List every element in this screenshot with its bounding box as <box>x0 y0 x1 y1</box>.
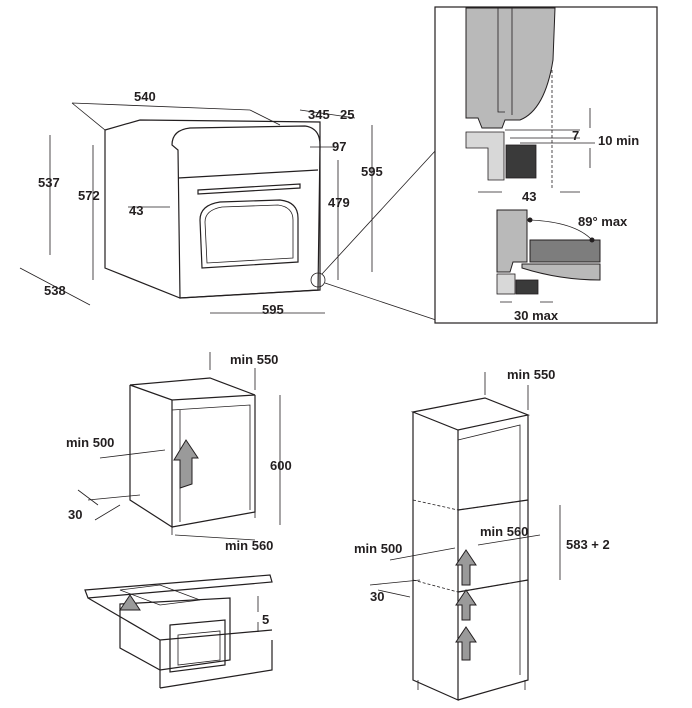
detail-inset: 7 10 min 43 89° max 30 max <box>434 6 658 324</box>
dim-537: 537 <box>38 175 60 190</box>
dim-30-left: 30 <box>68 507 82 522</box>
detail-callout-circle <box>310 272 326 288</box>
worktop <box>129 377 256 401</box>
control-panel-line <box>177 169 319 179</box>
cabinet-section <box>465 131 505 181</box>
oven-dimension-drawing: 540 345 25 97 537 572 595 479 43 538 595 <box>19 89 437 321</box>
dim-5: 5 <box>262 612 269 627</box>
dim-min-550-left: min 550 <box>230 352 278 367</box>
door-handle <box>197 183 301 195</box>
airflow-arrow-icon <box>173 439 199 489</box>
undercounter-cabinet: min 550 min 500 600 30 min 560 <box>66 352 292 553</box>
dim-min-560-right: min 560 <box>480 524 528 539</box>
oven-front-panel <box>171 125 321 299</box>
oven-window <box>199 199 299 269</box>
dim-540: 540 <box>134 89 156 104</box>
dim-25: 25 <box>340 107 354 122</box>
dim-600: 600 <box>270 458 292 473</box>
dim-345: 345 <box>308 107 330 122</box>
dim-595-width: 595 <box>262 302 284 317</box>
oven-body-outline <box>104 119 321 299</box>
dim-7: 7 <box>572 128 579 143</box>
dim-89-max: 89° max <box>578 214 628 229</box>
oven-side-section <box>465 7 556 129</box>
dim-min-550-right: min 550 <box>507 367 555 382</box>
dim-43: 43 <box>129 203 143 218</box>
dim-595-height: 595 <box>361 164 383 179</box>
dim-538: 538 <box>44 283 66 298</box>
airflow-arrow-icon-lower <box>455 626 477 661</box>
worktop-installation-detail: 5 <box>84 574 273 689</box>
dim-97: 97 <box>332 139 346 154</box>
dim-min-500-right: min 500 <box>354 541 402 556</box>
dim-30-right: 30 <box>370 589 384 604</box>
dim-479: 479 <box>328 195 350 210</box>
dim-30-max: 30 max <box>514 308 559 323</box>
dim-43-inset: 43 <box>522 189 536 204</box>
dim-min-560-left: min 560 <box>225 538 273 553</box>
dim-min-500-left: min 500 <box>66 435 114 450</box>
dim-583-plus-2: 583 + 2 <box>566 537 610 552</box>
shelf-section <box>505 144 537 179</box>
airflow-arrow-icon-upper <box>455 549 477 586</box>
open-door <box>529 239 601 263</box>
dim-10-min: 10 min <box>598 133 639 148</box>
dim-572: 572 <box>78 188 100 203</box>
column-cabinet: min 550 min 560 583 + 2 min 500 30 <box>354 367 610 701</box>
